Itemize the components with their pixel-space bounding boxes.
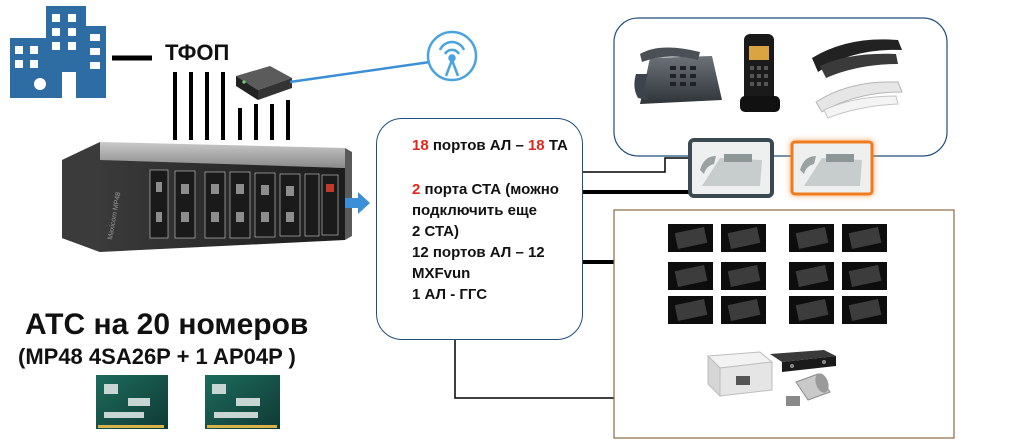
capacity-line-5: 12 портов АЛ – 12 [412, 244, 545, 261]
system-ports-count: 2 [412, 181, 421, 198]
intercom-panel-icon [668, 262, 713, 290]
intercom-panel-icon [842, 224, 887, 252]
capacity-line-analog: 18 портов АЛ – 18 ТА [412, 135, 568, 156]
wireless-antenna-icon [426, 30, 478, 82]
expansion-card-2 [205, 375, 280, 429]
wall-phone-icon-dark [812, 39, 902, 78]
capacity-line-6: MXFvun [412, 265, 471, 282]
analog-phones-count: 18 [527, 137, 545, 154]
pbx-title: АТС на 20 номеров [25, 308, 309, 341]
splitter-box-icon [706, 351, 774, 398]
analog-phones-text: ТА [544, 137, 568, 154]
system-phone-icon-2 [790, 140, 874, 196]
wireless-link-line [289, 60, 431, 84]
dect-phone-icon [740, 34, 780, 112]
intercom-panel-icon [721, 262, 766, 290]
pbx-capacity-box: 18 портов АЛ – 18 ТА 2 порта СТА (можно … [376, 118, 583, 340]
gateway-device-icon [236, 66, 292, 100]
capacity-line-7: 1 АЛ - ГГС [412, 286, 488, 303]
capacity-line-4: 2 СТА) [412, 223, 460, 240]
connection-lines [454, 157, 690, 399]
intercom-panel-icon [789, 224, 834, 252]
intercom-panel-icon [668, 224, 713, 252]
analog-phone-icon [634, 47, 722, 104]
wall-phone-icon-white [815, 81, 903, 119]
intercom-panel-icon [789, 296, 834, 324]
expansion-card-1 [96, 375, 168, 429]
intercom-box [613, 209, 955, 439]
intercom-panel-icon [842, 262, 887, 290]
pa-amplifier-icon [770, 350, 836, 372]
intercom-panel-icon [721, 224, 766, 252]
capacity-lines: 18 портов АЛ – 18 ТА 2 порта СТА (можно … [412, 135, 568, 305]
capacity-line-system: 2 порта СТА (можно [412, 179, 568, 200]
intercom-panel-icon [721, 296, 766, 324]
pbx-subtitle: (MP48 4SA26P + 1 AP04P ) [18, 344, 296, 369]
pbx-rack-icon: Maxicom MP48 [62, 142, 352, 252]
horn-speaker-icon [786, 373, 831, 406]
intercom-panels [668, 224, 887, 324]
right-arrow-icon [345, 192, 370, 214]
capacity-line-3: подключить еще [412, 202, 538, 219]
intercom-panel-icon [789, 262, 834, 290]
tfop-label: ТФОП [165, 40, 230, 65]
tfop-lines [173, 72, 225, 140]
intercom-panel-icon [842, 296, 887, 324]
intercom-panel-icon [668, 296, 713, 324]
analog-ports-count: 18 [412, 137, 429, 154]
system-phone-icon-1 [688, 138, 774, 198]
office-building-icon [10, 6, 106, 98]
analog-ports-text: портов АЛ – [428, 137, 528, 154]
system-ports-text: порта СТА (можно [420, 181, 559, 198]
gateway-lines [238, 100, 290, 140]
